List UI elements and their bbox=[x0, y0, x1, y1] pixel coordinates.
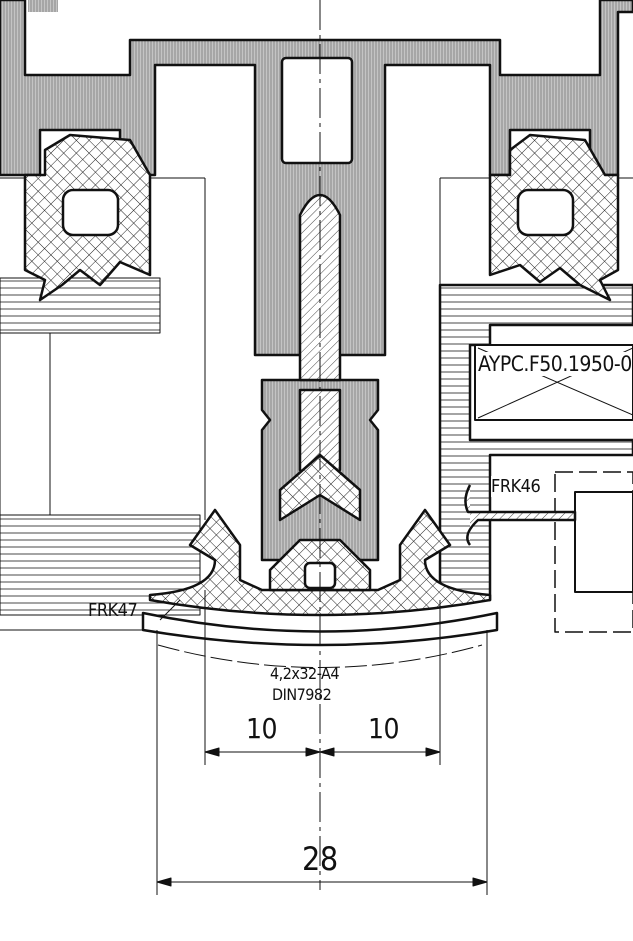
gasket-frk46-label: FRK46 bbox=[491, 476, 541, 497]
profile-code-label: AYPC.F50.1950-0 bbox=[478, 352, 632, 376]
screw-standard-label: DIN7982 bbox=[272, 685, 332, 704]
dimension-total-width: 28 bbox=[302, 840, 338, 878]
dimension-right-half: 10 bbox=[368, 712, 400, 745]
dimension-lines bbox=[156, 590, 488, 895]
dimension-left-half: 10 bbox=[246, 712, 278, 745]
profile-chamber bbox=[280, 56, 354, 165]
screw-spec-label: 4,2x32-A4 bbox=[270, 664, 340, 683]
gasket-frk46 bbox=[464, 484, 577, 546]
cover-cap-frk47 bbox=[141, 611, 499, 647]
gasket-bottom bbox=[148, 508, 492, 617]
gasket-frk47-label: FRK47 bbox=[88, 600, 138, 621]
